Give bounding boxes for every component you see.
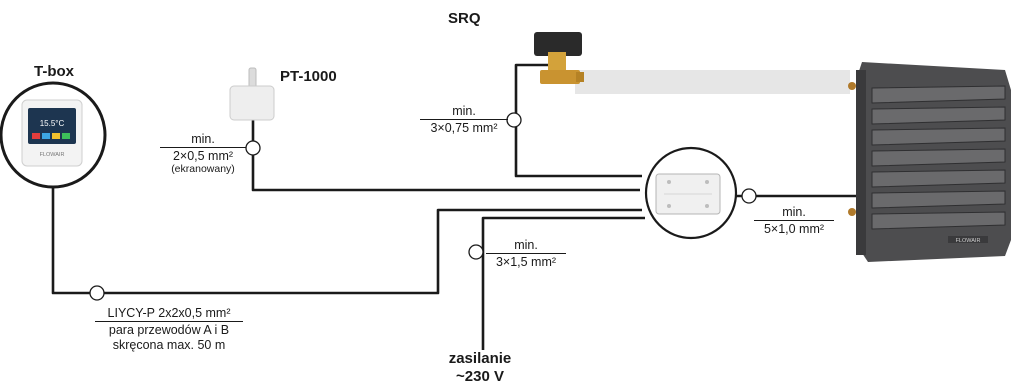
pt1000-cable-min: min. [160, 132, 246, 148]
gland-pt1000 [245, 140, 261, 156]
power-cable-spec: min. 3×1,5 mm² [486, 238, 566, 269]
power-supply-line2: ~230 V [456, 368, 504, 385]
tbox-screen-temp: 15.5°C [40, 119, 65, 128]
pt1000-cable-note: (ekranowany) [171, 163, 235, 175]
gland-tbox [89, 285, 105, 301]
heater-cable-min: min. [754, 205, 834, 221]
pt1000-title: PT-1000 [280, 68, 337, 85]
tbox-brand: FLOWAIR [40, 152, 65, 158]
tbox-cable-line3: skręcona max. 50 m [112, 338, 226, 352]
pt1000-cable-size: 2×0,5 mm² [172, 149, 234, 163]
power-supply-line1: zasilanie [448, 350, 512, 367]
gland-heater [741, 188, 757, 204]
tbox-device: 15.5°C FLOWAIR [0, 81, 107, 189]
srq-title: SRQ [448, 10, 481, 27]
power-cable-min: min. [486, 238, 566, 254]
srq-pipe [575, 70, 850, 94]
power-cable-size: 3×1,5 mm² [495, 255, 557, 269]
srq-cable-size: 3×0,75 mm² [430, 121, 498, 135]
heater-brand: FLOWAIR [956, 238, 981, 244]
gland-srq [506, 112, 522, 128]
srq-cable-spec: min. 3×0,75 mm² [420, 104, 508, 135]
tbox-cable-type: LIYCY-P 2x2x0,5 mm² [95, 306, 243, 322]
power-wire [481, 216, 645, 350]
pt1000-sensor [229, 67, 275, 121]
gland-power [468, 244, 484, 260]
heater-unit: FLOWAIR [848, 62, 1011, 262]
tbox-wire [51, 178, 642, 295]
junction-box [644, 146, 738, 240]
heater-cable-spec: min. 5×1,0 mm² [754, 205, 834, 236]
heater-cable-size: 5×1,0 mm² [763, 222, 825, 236]
srq-cable-min: min. [420, 104, 508, 120]
srq-valve [534, 32, 584, 84]
tbox-title: T-box [34, 63, 74, 80]
power-supply-label: zasilanie ~230 V [430, 350, 530, 386]
tbox-cable-spec: LIYCY-P 2x2x0,5 mm² para przewodów A i B… [95, 306, 243, 352]
pt1000-cable-spec: min. 2×0,5 mm² (ekranowany) [160, 132, 246, 175]
tbox-cable-line2: para przewodów A i B [108, 323, 230, 337]
